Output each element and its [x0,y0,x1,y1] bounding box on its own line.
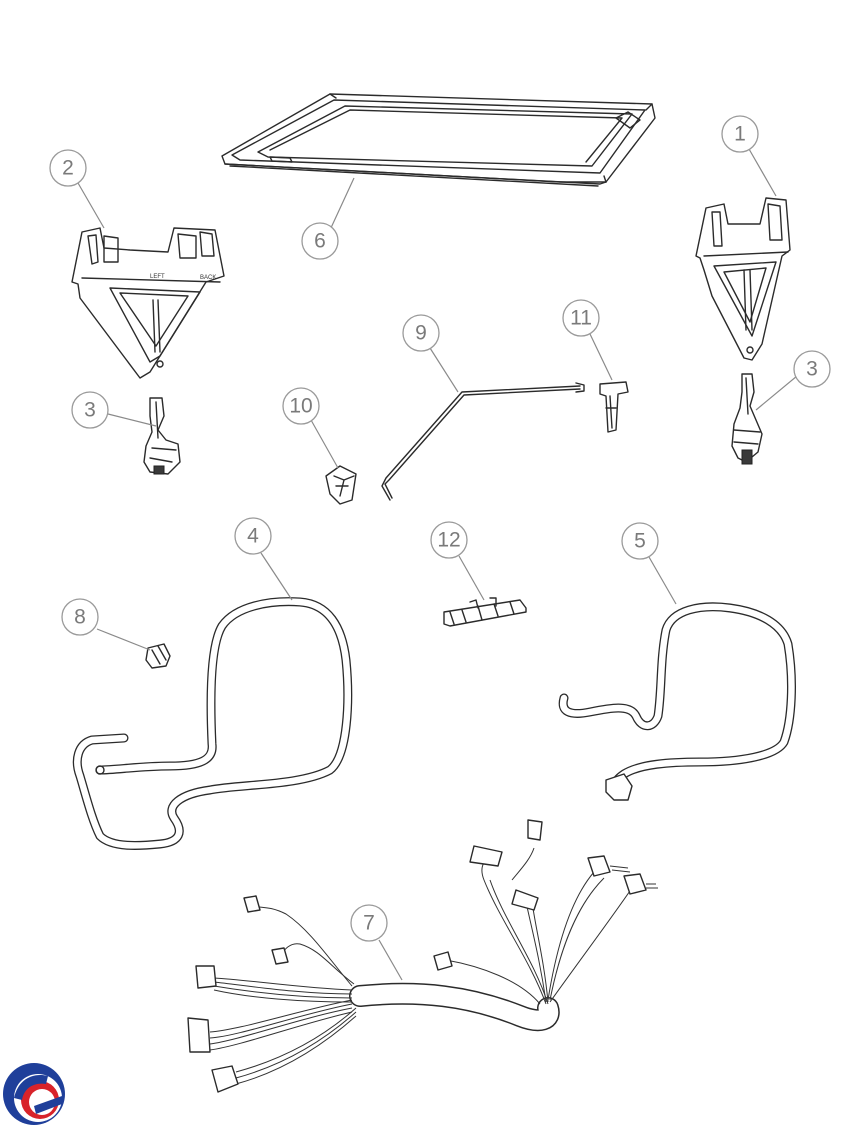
callout-11: 11 [562,299,600,337]
callout-8: 8 [61,598,99,636]
part-9-rod [381,382,585,501]
part-2-bracket-left: LEFT BACK [71,227,225,379]
part-6-frame [221,93,656,187]
callout-8-label: 8 [74,606,86,629]
callout-5-label: 5 [634,530,646,553]
part-10-clip [325,465,357,505]
bracket-mark-left: LEFT [150,274,165,280]
leader-lines [77,148,798,981]
callout-9-label: 9 [415,322,427,345]
part-4-hose-left [72,597,353,850]
part-1-bracket-right [695,197,791,361]
callout-11-label: 11 [570,307,592,330]
callout-10-label: 10 [289,395,312,418]
callout-3b-label: 3 [806,358,818,381]
callout-2-label: 2 [62,157,74,180]
callout-6: 6 [301,222,339,260]
part-3-sensor-right [731,373,763,465]
callout-3a: 3 [71,391,109,429]
callout-3b: 3 [793,350,831,388]
callout-3a-label: 3 [84,399,96,422]
callout-7-label: 7 [363,912,375,935]
part-5-hose-right [558,602,796,801]
callout-4-label: 4 [247,525,259,548]
part-11-pin [599,381,629,433]
part-12-connector-bar [443,597,527,627]
callout-7: 7 [350,904,388,942]
callout-9: 9 [402,314,440,352]
brand-logo-icon [3,1063,65,1125]
callout-10: 10 [282,387,320,425]
bracket-mark-back: BACK [200,275,216,281]
callout-5: 5 [621,522,659,560]
part-7-wire-harness [187,819,658,1093]
callout-6-label: 6 [314,230,326,253]
part-3-sensor-left [143,397,181,475]
part-8-clamp [145,643,171,669]
callout-1-label: 1 [734,123,746,146]
callout-2: 2 [49,149,87,187]
callout-4: 4 [234,517,272,555]
callout-12-label: 12 [437,529,460,552]
callout-12: 12 [430,521,468,559]
callout-1: 1 [721,115,759,153]
